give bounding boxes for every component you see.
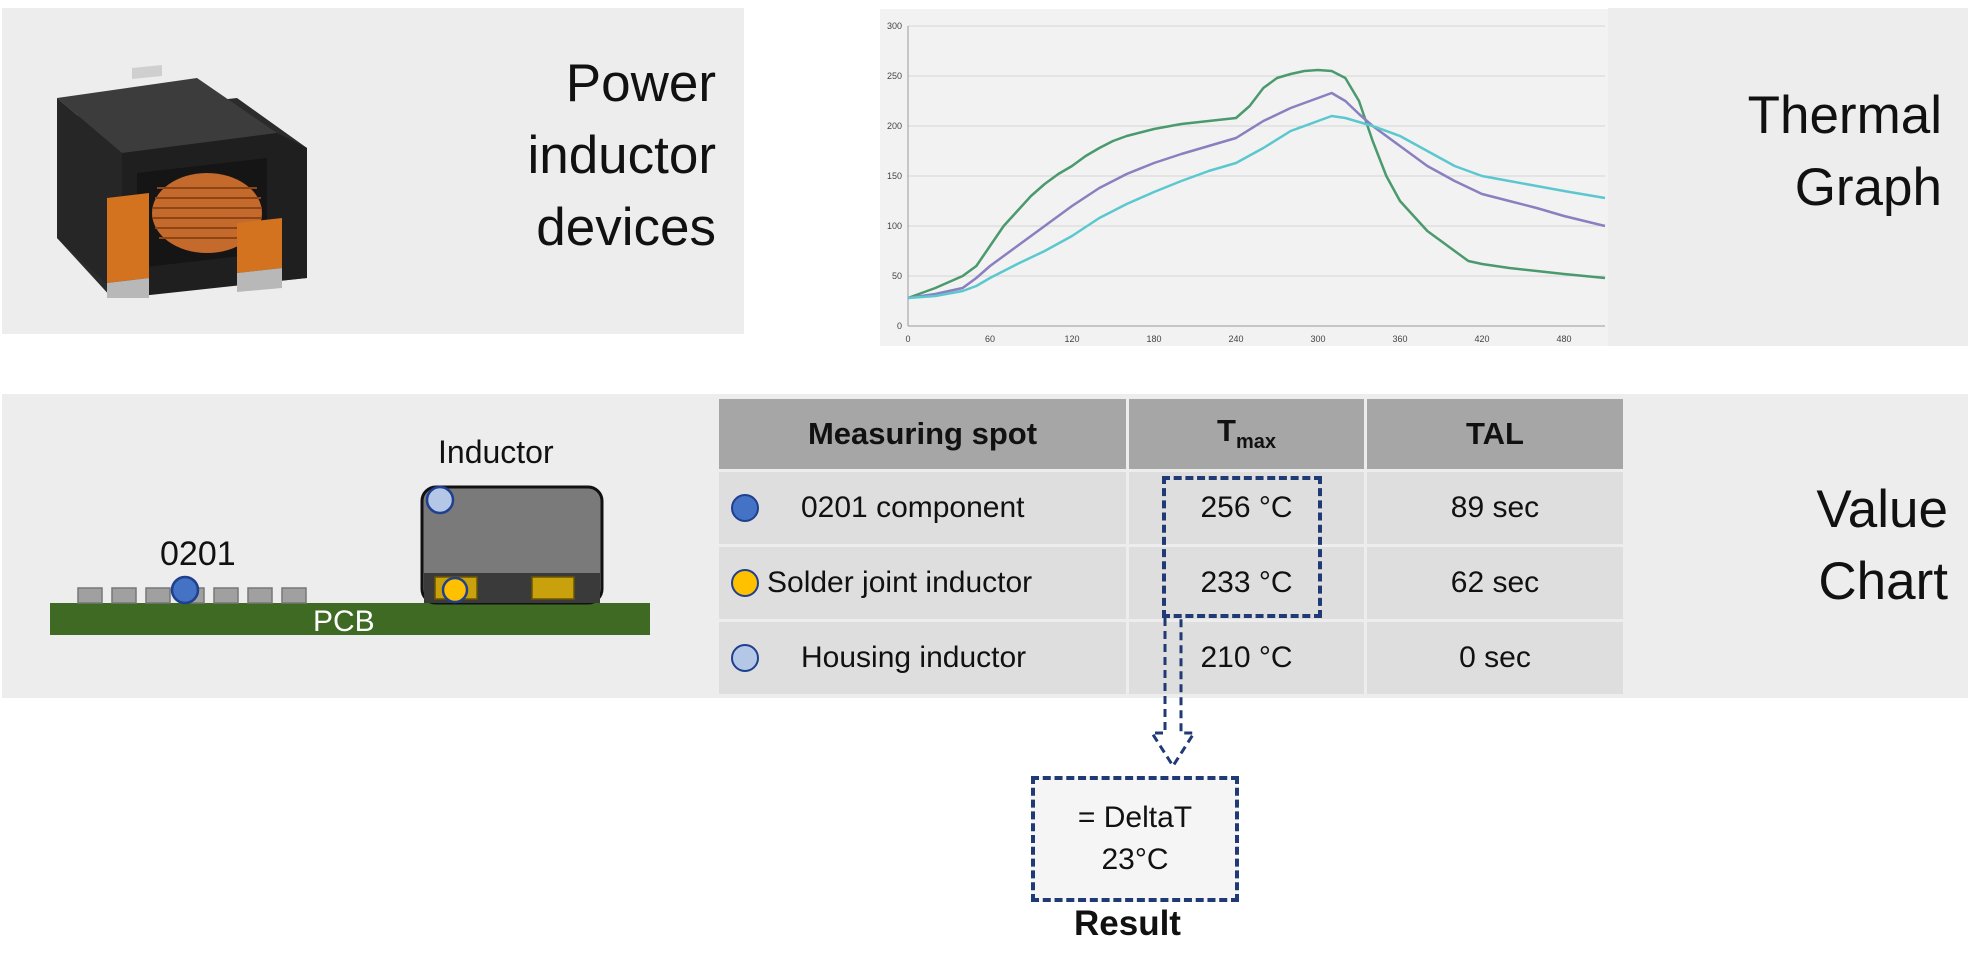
y-tick-label: 300 xyxy=(887,21,902,31)
x-tick-label: 240 xyxy=(1228,334,1243,344)
tal-cell: 62 sec xyxy=(1367,547,1623,619)
x-tick-label: 60 xyxy=(985,334,995,344)
down-arrow-icon xyxy=(1149,618,1197,769)
y-tick-label: 50 xyxy=(892,271,902,281)
tmax-cell: 256 °C xyxy=(1129,472,1364,544)
inductor-pad-right xyxy=(531,576,575,600)
power-inductor-panel: Power inductor devices xyxy=(2,8,744,334)
power-inductor-image xyxy=(57,65,307,298)
table-row: Solder joint inductor 233 °C 62 sec xyxy=(719,547,1623,619)
spot-cell: Solder joint inductor xyxy=(719,547,1126,619)
pcb-board xyxy=(50,603,650,635)
result-box xyxy=(1031,776,1239,902)
header-tmax: Tmax xyxy=(1129,399,1364,469)
tmax-highlight-box xyxy=(1162,476,1322,618)
pcb-label: PCB xyxy=(313,605,375,638)
spot-dot-icon xyxy=(731,494,759,522)
thermal-chart: 0 50 100 150 200 250 300 0 60 120 180 240 300 360 420 4… xyxy=(880,9,1608,346)
table-row: Housing inductor 210 °C 0 sec xyxy=(719,622,1623,694)
thermal-chart-svg: 0 50 100 150 200 250 300 0 60 120 180 240 300 360 420 4… xyxy=(887,21,1606,344)
thermal-graph-label: Thermal Graph xyxy=(1747,86,1942,217)
value-table: Measuring spot Tmax TAL 0201 component 2… xyxy=(716,396,1626,697)
component-0201-dot xyxy=(170,575,200,605)
x-tick-label: 120 xyxy=(1064,334,1079,344)
spot-cell: 0201 component xyxy=(719,472,1126,544)
spot-dot-icon xyxy=(731,644,759,672)
value-chart-label: Value Chart xyxy=(1816,480,1948,611)
tal-cell: 0 sec xyxy=(1367,622,1623,694)
x-tick-label: 180 xyxy=(1146,334,1161,344)
series-line-1 xyxy=(907,91,1606,300)
x-tick-label: 480 xyxy=(1556,334,1571,344)
y-tick-label: 0 xyxy=(897,321,902,331)
spot-cell: Housing inductor xyxy=(719,622,1126,694)
tal-cell: 89 sec xyxy=(1367,472,1623,544)
series-line-2 xyxy=(907,114,1606,300)
spot-dot-icon xyxy=(731,569,759,597)
y-tick-label: 200 xyxy=(887,121,902,131)
x-tick-label: 420 xyxy=(1474,334,1489,344)
y-tick-label: 100 xyxy=(887,221,902,231)
tmax-cell: 210 °C xyxy=(1129,622,1364,694)
header-measuring-spot: Measuring spot xyxy=(719,399,1126,469)
pcb-diagram xyxy=(50,485,650,635)
series-line-0 xyxy=(907,68,1606,300)
tmax-cell: 233 °C xyxy=(1129,547,1364,619)
x-tick-label: 0 xyxy=(905,334,910,344)
x-tick-label: 300 xyxy=(1310,334,1325,344)
result-label: Result xyxy=(1074,904,1181,943)
result-value: = DeltaT 23°C xyxy=(1077,801,1193,876)
housing-inductor-dot xyxy=(425,485,455,515)
inductor-label: Inductor xyxy=(438,434,554,470)
table-row: 0201 component 256 °C 89 sec xyxy=(719,472,1623,544)
x-tick-label: 360 xyxy=(1392,334,1407,344)
y-tick-label: 150 xyxy=(887,171,902,181)
component-0201-label: 0201 xyxy=(160,535,236,573)
solder-joint-dot xyxy=(441,576,469,604)
y-tick-label: 250 xyxy=(887,71,902,81)
header-tal: TAL xyxy=(1367,399,1623,469)
power-inductor-title: Power inductor devices xyxy=(527,54,716,257)
thermal-graph-panel: Thermal Graph xyxy=(1608,8,1968,346)
